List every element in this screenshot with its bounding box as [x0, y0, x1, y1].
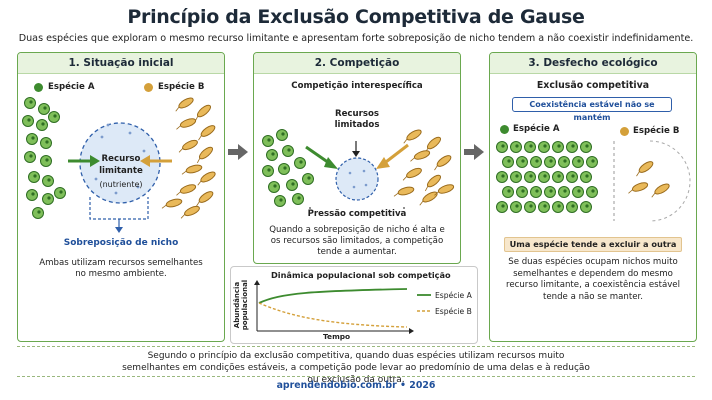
panel3-subheading: Exclusão competitiva	[536, 80, 650, 91]
flow-arrow-2	[464, 144, 484, 160]
species-b-cell	[200, 125, 216, 137]
species-b-cell	[406, 129, 422, 141]
chart-xlabel: Tempo	[323, 332, 351, 341]
species-b-label: Espécie B	[633, 126, 680, 136]
limited-resources-label: Recursos limitados	[334, 109, 380, 130]
panel1-heading: 1. Situação inicial	[18, 53, 224, 74]
species-b-cell	[182, 139, 198, 151]
species-a-cells	[22, 97, 66, 219]
species-b-cell	[397, 186, 415, 196]
panel1-illustration	[22, 97, 216, 233]
species-b-cell	[631, 182, 649, 192]
species-b-cell	[198, 191, 214, 203]
limited-resource-circle	[335, 157, 379, 201]
species-a-label: Espécie A	[513, 124, 560, 134]
niche-overlap-label: Sobreposição de nicho	[63, 238, 179, 248]
species-b-cells	[628, 161, 670, 198]
species-a-cells	[262, 129, 314, 207]
species-b-cell	[413, 150, 431, 160]
chart-title: Dinâmica populacional sob competição	[271, 270, 451, 280]
species-b-cell	[196, 104, 212, 118]
species-b-cell	[426, 174, 442, 188]
population-dynamics-chart: Dinâmica populacional sob competição Abu…	[230, 266, 478, 344]
species-a-cells	[496, 141, 598, 213]
exclusion-badge: Uma espécie tende a excluir a outra	[504, 237, 682, 252]
species-b-cells	[161, 97, 216, 219]
species-b-cell	[200, 171, 216, 183]
species-b-cell	[178, 97, 194, 109]
species-b-cell	[422, 191, 438, 203]
species-b-cell	[179, 184, 197, 194]
species-b-cell	[436, 155, 452, 167]
species-b-cell	[179, 118, 197, 128]
species-a-marker	[34, 83, 43, 92]
footer-divider	[17, 346, 695, 347]
legend-label-a: Espécie A	[435, 291, 472, 300]
flow-arrow-1	[228, 144, 248, 160]
species-b-cell	[406, 167, 422, 179]
species-b-cell	[185, 164, 203, 174]
page-subtitle: Duas espécies que exploram o mesmo recur…	[18, 33, 694, 44]
footer-credit: aprendendobio.com.br • 2026	[276, 380, 436, 391]
page-title: Princípio da Exclusão Competitiva de Gau…	[127, 6, 585, 28]
series-line-species-a	[258, 288, 408, 304]
species-b-cell	[198, 146, 214, 160]
species-b-cell	[437, 184, 455, 194]
species-b-marker	[144, 83, 153, 92]
resource-particles	[94, 123, 146, 195]
pressure-label: Pressão competitiva	[294, 209, 420, 220]
footer-text: Segundo o princípio da exclusão competit…	[122, 351, 590, 385]
species-b-cell	[426, 136, 442, 150]
species-a-label: Espécie A	[48, 82, 95, 92]
panel1-caption: Ambas utilizam recursos semelhantes no m…	[39, 258, 203, 279]
species-b-label: Espécie B	[158, 82, 205, 92]
species-b-cells	[393, 129, 455, 206]
resource-circle	[79, 122, 161, 204]
species-a-marker	[500, 125, 509, 134]
panel-competition: 2. Competição Competição interespecífica…	[253, 52, 461, 264]
panel2-subheading: Competição interespecífica	[291, 81, 423, 91]
coexistence-badge: Coexistência estável não se mantém	[512, 97, 672, 122]
chart-plot	[254, 280, 431, 334]
species-b-marker	[620, 127, 629, 136]
fading-boundary	[649, 140, 691, 222]
footer-divider-2	[17, 376, 695, 377]
resource-sublabel: (nutriente)	[99, 180, 143, 189]
panel3-heading: 3. Desfecho ecológico	[490, 53, 696, 74]
species-b-cell	[638, 161, 654, 173]
panel-initial-situation: 1. Situação inicial Espécie A Espécie B …	[17, 52, 225, 342]
panel2-caption: Quando a sobreposição de nicho é alta e …	[269, 225, 445, 257]
panel2-heading: 2. Competição	[254, 53, 460, 74]
panel2-illustration	[262, 129, 455, 214]
series-line-species-b	[258, 302, 408, 328]
panel3-caption: Se duas espécies ocupam nichos muito sem…	[506, 257, 680, 302]
legend-label-b: Espécie B	[435, 307, 472, 316]
resource-label: Recurso limitante	[99, 154, 143, 176]
species-b-cell	[184, 205, 200, 217]
panel-ecological-outcome: 3. Desfecho ecológico Exclusão competiti…	[489, 52, 697, 342]
species-b-cell	[654, 183, 670, 195]
species-b-cell	[165, 198, 183, 208]
panel3-illustration	[496, 140, 691, 222]
